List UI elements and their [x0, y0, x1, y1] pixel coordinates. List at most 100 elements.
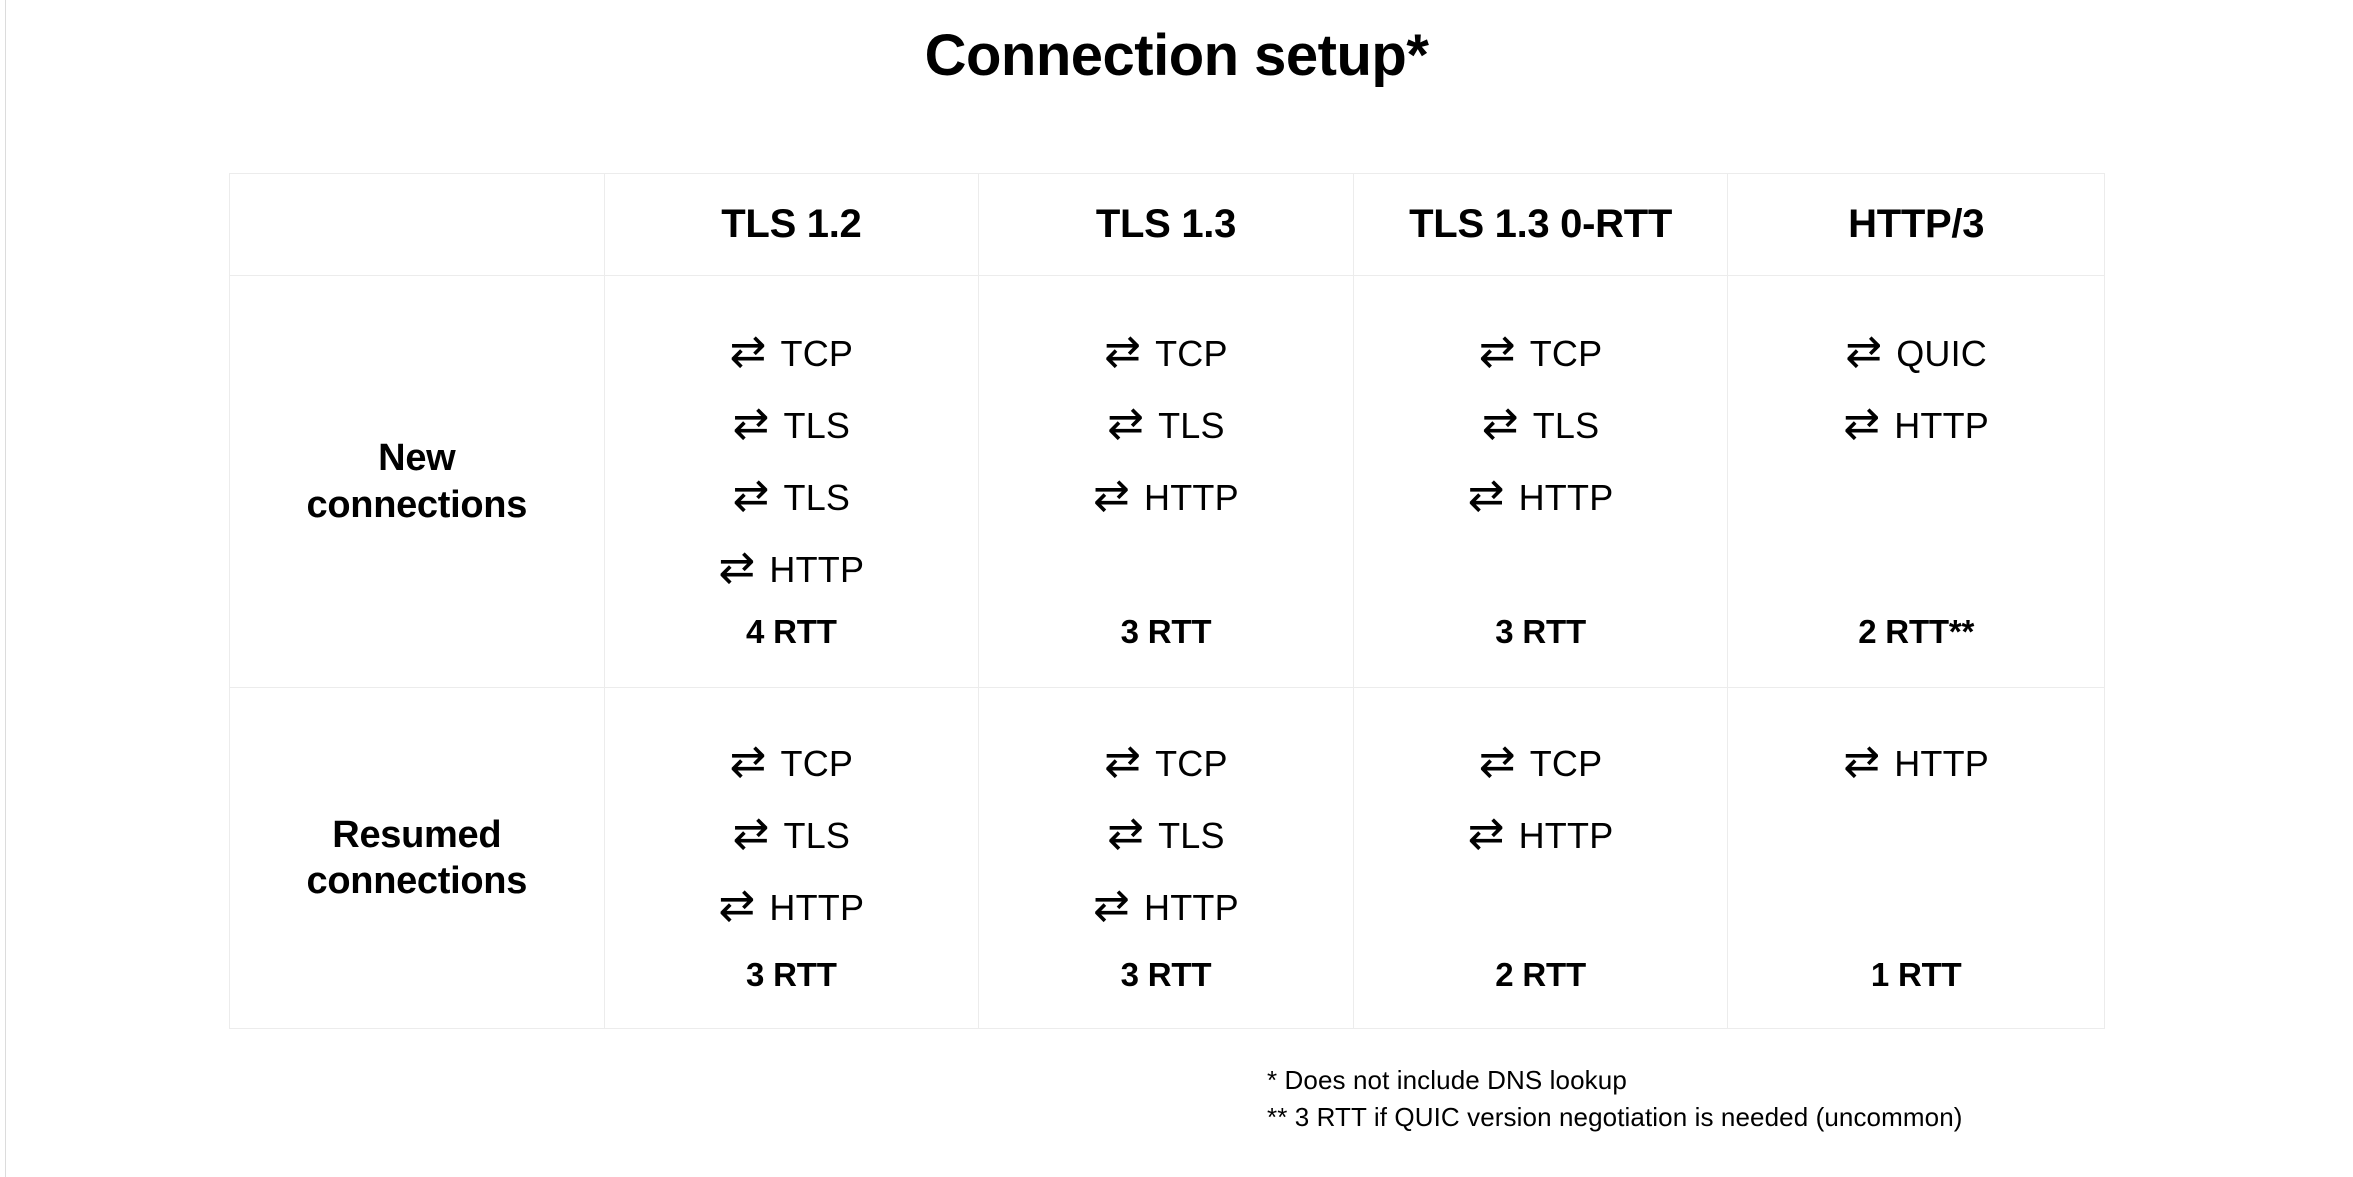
step-list: ⇄ TCP ⇄ TLS ⇄ HTTP — [719, 728, 865, 944]
exchange-arrow-icon: ⇄ — [1107, 398, 1145, 449]
step-item: ⇄ TLS — [733, 800, 851, 872]
step-item: ⇄ HTTP — [719, 872, 865, 944]
cell-new-tls13-0rtt: ⇄ TCP ⇄ TLS ⇄ HTTP 3 RTT — [1354, 276, 1729, 687]
step-list: ⇄ TCP ⇄ TLS ⇄ TLS ⇄ HTTP — [719, 318, 865, 606]
connection-setup-table: TLS 1.2 TLS 1.3 TLS 1.3 0-RTT HTTP/3 New… — [229, 173, 2105, 1029]
exchange-arrow-icon: ⇄ — [732, 808, 770, 859]
step-item: ⇄ TLS — [1482, 390, 1600, 462]
exchange-arrow-icon: ⇄ — [1843, 398, 1881, 449]
step-label: TLS — [1158, 815, 1225, 856]
step-item: ⇄ TCP — [730, 318, 853, 390]
step-list: ⇄ TCP ⇄ TLS ⇄ HTTP — [1093, 728, 1239, 944]
step-label: TCP — [1529, 333, 1603, 374]
step-item: ⇄ TCP — [1479, 318, 1602, 390]
step-label: HTTP — [1518, 815, 1614, 856]
step-label: TCP — [1529, 743, 1603, 784]
step-label: TCP — [780, 333, 854, 374]
step-item: ⇄ TCP — [730, 728, 853, 800]
exchange-arrow-icon: ⇄ — [1467, 808, 1505, 859]
step-label: HTTP — [1144, 887, 1239, 928]
step-label: TLS — [783, 405, 851, 446]
exchange-arrow-icon: ⇄ — [1843, 736, 1881, 787]
row-label-line1: Resumed — [332, 813, 502, 856]
cell-resumed-tls13-0rtt: ⇄ TCP ⇄ HTTP 2 RTT — [1354, 688, 1729, 1028]
step-list: ⇄ QUIC ⇄ HTTP — [1843, 318, 1989, 462]
rtt-total: 3 RTT — [1120, 613, 1212, 650]
step-list: ⇄ TCP ⇄ TLS ⇄ HTTP — [1468, 318, 1614, 534]
cell-new-tls12: ⇄ TCP ⇄ TLS ⇄ TLS ⇄ HTTP 4 RTT — [605, 276, 980, 687]
step-item: ⇄ HTTP — [1093, 872, 1239, 944]
step-label: TCP — [780, 743, 854, 784]
step-item: ⇄ QUIC — [1845, 318, 1987, 390]
step-label: TCP — [1155, 333, 1228, 374]
cell-resumed-tls12: ⇄ TCP ⇄ TLS ⇄ HTTP 3 RTT — [605, 688, 980, 1028]
row-label-line2: connections — [306, 860, 528, 902]
slide-left-edge — [5, 0, 6, 1177]
rtt-total: 3 RTT — [1495, 613, 1586, 650]
exchange-arrow-icon: ⇄ — [1104, 326, 1142, 377]
header-cell-tls13-0rtt: TLS 1.3 0-RTT — [1354, 174, 1729, 275]
page-title: Connection setup* — [924, 23, 1429, 88]
step-list: ⇄ TCP ⇄ HTTP — [1468, 728, 1614, 872]
exchange-arrow-icon: ⇄ — [1478, 326, 1516, 377]
step-item: ⇄ TCP — [1104, 318, 1227, 390]
exchange-arrow-icon: ⇄ — [1093, 470, 1131, 521]
step-item: ⇄ HTTP — [1468, 800, 1614, 872]
step-item: ⇄ TLS — [733, 390, 851, 462]
cell-new-tls13: ⇄ TCP ⇄ TLS ⇄ HTTP 3 RTT — [979, 276, 1354, 687]
header-cell-tls13: TLS 1.3 — [979, 174, 1354, 275]
step-label: HTTP — [1144, 477, 1239, 518]
step-item: ⇄ TLS — [733, 462, 851, 534]
step-list: ⇄ HTTP — [1843, 728, 1989, 800]
cell-new-http3: ⇄ QUIC ⇄ HTTP 2 RTT** — [1728, 276, 2104, 687]
footnote-dns: * Does not include DNS lookup — [1267, 1065, 1627, 1095]
exchange-arrow-icon: ⇄ — [718, 880, 756, 931]
exchange-arrow-icon: ⇄ — [729, 326, 767, 377]
exchange-arrow-icon: ⇄ — [1478, 736, 1516, 787]
exchange-arrow-icon: ⇄ — [1107, 808, 1145, 859]
step-item: ⇄ HTTP — [1093, 462, 1239, 534]
rtt-total: 2 RTT — [1495, 956, 1586, 993]
footnotes: * Does not include DNS lookup ** 3 RTT i… — [1267, 1062, 1963, 1136]
step-item: ⇄ TLS — [1107, 800, 1225, 872]
step-item: ⇄ HTTP — [1468, 462, 1614, 534]
step-item: ⇄ HTTP — [1843, 728, 1989, 800]
exchange-arrow-icon: ⇄ — [718, 542, 756, 593]
step-label: HTTP — [1518, 477, 1614, 518]
exchange-arrow-icon: ⇄ — [732, 470, 770, 521]
step-label: TLS — [1158, 405, 1225, 446]
rtt-total: 3 RTT — [746, 956, 837, 993]
step-list: ⇄ TCP ⇄ TLS ⇄ HTTP — [1093, 318, 1239, 534]
step-label: TLS — [1532, 405, 1600, 446]
exchange-arrow-icon: ⇄ — [1481, 398, 1519, 449]
header-cell-http3: HTTP/3 — [1848, 202, 1985, 246]
exchange-arrow-icon: ⇄ — [1104, 736, 1142, 787]
table-row-resumed-connections: Resumed connections ⇄ TCP ⇄ TLS ⇄ HTTP 3 — [230, 688, 2104, 1028]
header-cell-empty — [230, 174, 605, 275]
footnote-quic: ** 3 RTT if QUIC version negotiation is … — [1267, 1101, 1963, 1132]
cell-resumed-tls13: ⇄ TCP ⇄ TLS ⇄ HTTP 3 RTT — [979, 688, 1354, 1028]
rtt-total: 2 RTT** — [1858, 613, 1975, 650]
table-row-new-connections: New connections ⇄ TCP ⇄ TLS ⇄ TLS — [230, 276, 2104, 688]
step-label: HTTP — [1894, 743, 1989, 784]
exchange-arrow-icon: ⇄ — [1845, 326, 1883, 377]
step-label: QUIC — [1896, 333, 1987, 374]
exchange-arrow-icon: ⇄ — [732, 398, 770, 449]
step-label: TLS — [783, 477, 851, 518]
step-label: HTTP — [769, 887, 865, 928]
cell-resumed-http3: ⇄ HTTP 1 RTT — [1728, 688, 2104, 1028]
step-label: HTTP — [1894, 405, 1989, 446]
step-item: ⇄ TLS — [1107, 390, 1225, 462]
rtt-total: 4 RTT — [746, 613, 837, 650]
exchange-arrow-icon: ⇄ — [1467, 470, 1505, 521]
row-label-line1: New — [378, 437, 456, 480]
rtt-total: 3 RTT — [1120, 956, 1212, 993]
exchange-arrow-icon: ⇄ — [729, 736, 767, 787]
row-label-line2: connections — [306, 483, 528, 526]
step-label: TCP — [1155, 743, 1228, 784]
step-label: TLS — [783, 815, 851, 856]
step-item: ⇄ TCP — [1104, 728, 1227, 800]
row-label-new-connections: New connections — [230, 276, 605, 687]
step-item: ⇄ HTTP — [1843, 390, 1989, 462]
row-label-resumed-connections: Resumed connections — [230, 688, 605, 1028]
